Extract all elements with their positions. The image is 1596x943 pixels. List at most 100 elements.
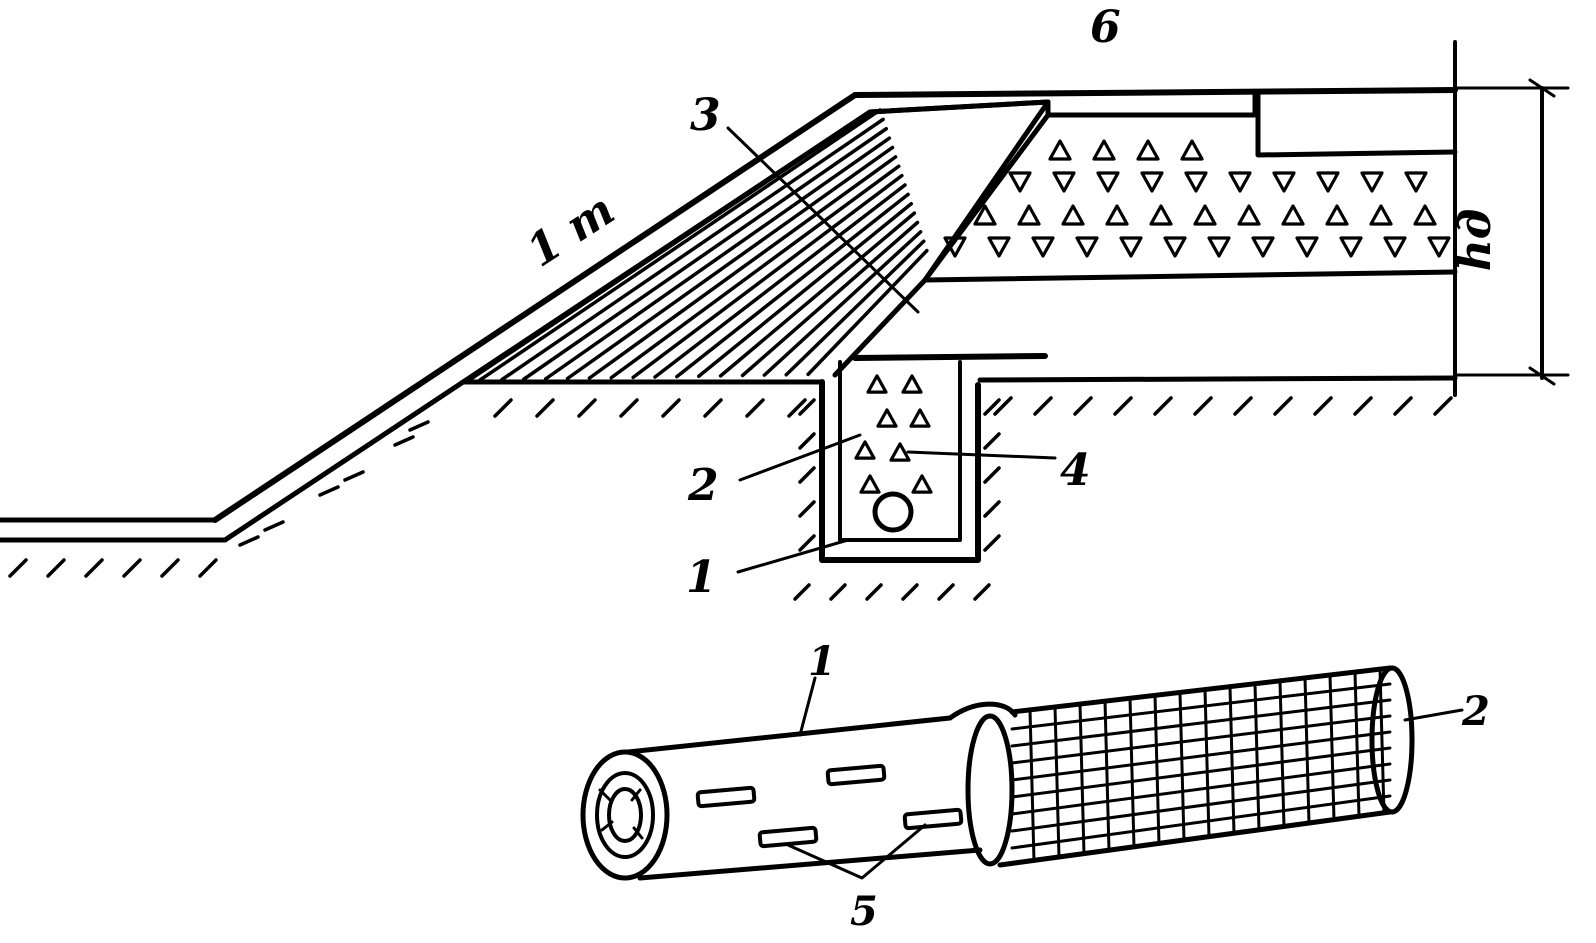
soil-tick xyxy=(1233,396,1253,416)
trench-cover xyxy=(852,353,1048,361)
mesh-ring xyxy=(1278,679,1286,829)
trench-outline xyxy=(819,379,981,563)
mesh-ring xyxy=(1153,693,1161,846)
gravel-triangle xyxy=(1119,236,1143,258)
soil-tick xyxy=(973,583,991,601)
label-6: 6 xyxy=(1090,2,1121,53)
hatch-line xyxy=(478,108,882,382)
soil-tick xyxy=(577,398,597,418)
leader-2 xyxy=(738,433,862,482)
pipe-end xyxy=(580,749,670,881)
gravel-triangle xyxy=(1163,236,1187,258)
hatch-line xyxy=(565,145,895,381)
hatch-line xyxy=(653,183,907,379)
label-height: hд xyxy=(1450,209,1501,272)
gravel-triangle xyxy=(1092,139,1116,161)
mesh-ring xyxy=(1178,691,1186,843)
pipe-detail: 1 2 5 xyxy=(580,638,1490,935)
soil-tick xyxy=(798,398,816,416)
mesh-ring xyxy=(1203,688,1211,839)
gravel-triangle xyxy=(1295,236,1319,258)
soil-tick xyxy=(798,534,816,552)
dimension-ticks xyxy=(1528,78,1556,386)
trench-triangle xyxy=(909,408,931,428)
trench-triangle xyxy=(901,374,923,394)
soil-tick xyxy=(1073,396,1093,416)
hatch-line xyxy=(543,136,892,381)
trench-triangle xyxy=(866,374,888,394)
soil-tick xyxy=(343,470,365,482)
gravel-triangle xyxy=(1316,171,1340,193)
soil-tick xyxy=(983,466,1001,484)
soil-tick xyxy=(937,583,955,601)
gravel-triangle xyxy=(1272,171,1296,193)
soil-tick xyxy=(1393,396,1413,416)
soil-tick xyxy=(1113,396,1133,416)
embankment-hatching xyxy=(478,108,929,382)
gravel-triangle xyxy=(1237,204,1261,226)
soil-tick xyxy=(1313,396,1333,416)
hatch-line xyxy=(806,248,929,377)
soil-tick xyxy=(619,398,639,418)
mesh-strand xyxy=(1010,778,1392,833)
ground-surface-right xyxy=(977,375,1458,383)
soil-tick xyxy=(318,485,340,497)
label-2: 2 xyxy=(687,460,719,511)
soil-tick xyxy=(745,398,765,418)
gravel-triangle xyxy=(1193,204,1217,226)
label-3: 3 xyxy=(690,90,721,141)
soil-tick xyxy=(408,420,430,432)
mesh-top-edge xyxy=(1009,665,1393,715)
hatch-line xyxy=(631,173,904,380)
soil-tick xyxy=(263,520,285,532)
hatch-line xyxy=(522,127,888,381)
soil-tick xyxy=(84,558,104,578)
trench-triangle xyxy=(876,408,898,428)
gravel-triangle xyxy=(1339,236,1363,258)
soil-tick xyxy=(983,534,1001,552)
hatch-line xyxy=(784,239,926,377)
trench-aggregate xyxy=(854,374,933,494)
mesh-strand xyxy=(1010,730,1392,782)
soil-tick xyxy=(865,583,883,601)
soil-hatching xyxy=(8,396,1453,601)
hatch-line xyxy=(697,202,913,378)
soil-tick xyxy=(160,558,180,578)
trench-filter-lining xyxy=(838,360,962,542)
mesh-strand xyxy=(1010,698,1392,748)
hatch-line xyxy=(500,117,885,382)
mesh-bottom-edge xyxy=(997,809,1393,868)
mesh-ring xyxy=(1353,670,1361,819)
soil-tick xyxy=(798,466,816,484)
soil-tick xyxy=(793,583,811,601)
detail-label-2: 2 xyxy=(1461,688,1490,735)
gravel-triangle xyxy=(1061,204,1085,226)
mesh-strand xyxy=(1010,682,1392,731)
gravel-triangle xyxy=(1207,236,1231,258)
base-layer-lower-edge xyxy=(922,112,1458,283)
hatch-line xyxy=(718,211,917,378)
soil-tick xyxy=(535,398,555,418)
mesh-grid xyxy=(1010,667,1392,863)
soil-tick xyxy=(122,558,142,578)
collar-ring xyxy=(965,713,1015,867)
label-4: 4 xyxy=(1060,445,1091,496)
mesh-end xyxy=(1369,665,1415,815)
gravel-triangle xyxy=(1251,236,1275,258)
leader-1 xyxy=(736,538,850,574)
perforation-slot xyxy=(902,807,964,831)
pipe-bottom-edge xyxy=(637,847,983,881)
hatch-line xyxy=(740,220,920,378)
detail-label-5: 5 xyxy=(850,888,878,935)
detail-leader-2 xyxy=(1403,708,1464,722)
soil-tick xyxy=(1193,396,1213,416)
soil-tick xyxy=(901,583,919,601)
gravel-triangle xyxy=(1075,236,1099,258)
slope-inner-line xyxy=(222,99,1051,543)
detail-leader-5 xyxy=(786,823,927,880)
mesh-ring xyxy=(1378,667,1386,815)
mesh-ring xyxy=(1303,676,1311,826)
soil-tick xyxy=(1153,396,1173,416)
perforation-slot xyxy=(695,785,757,809)
